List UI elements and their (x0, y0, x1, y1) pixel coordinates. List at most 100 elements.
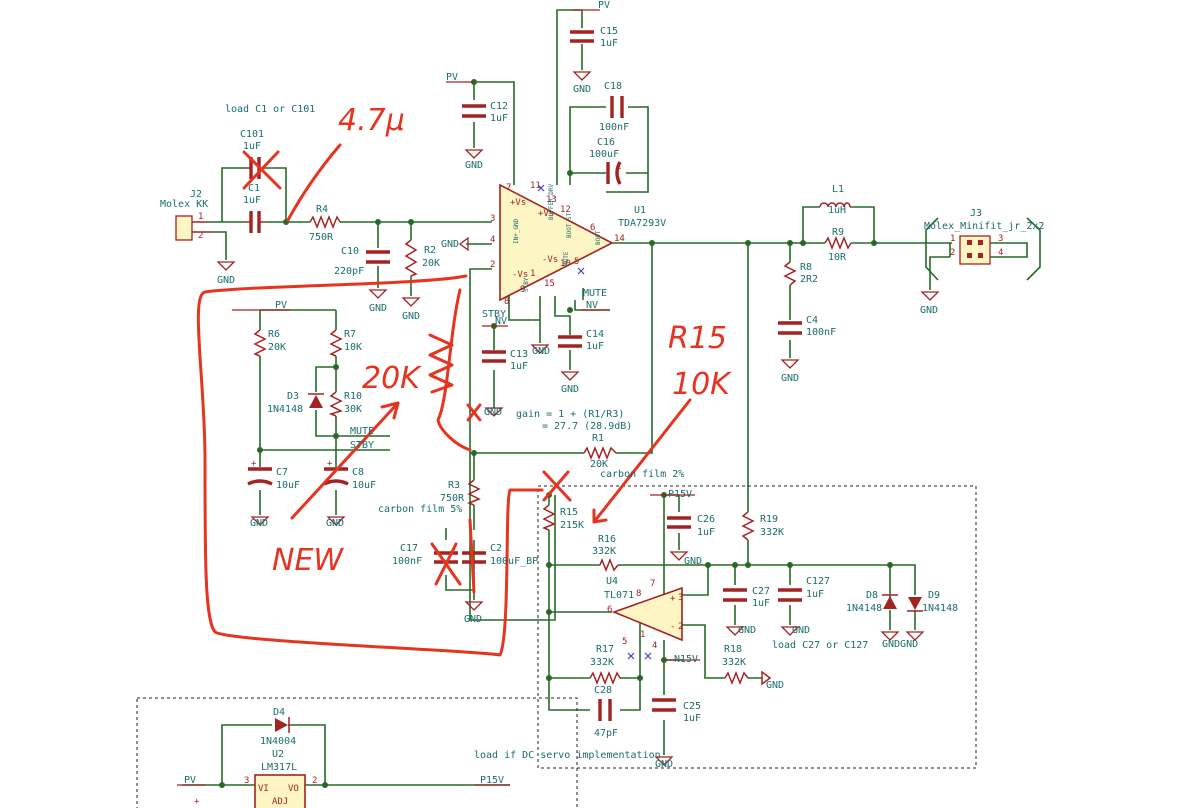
gnd-c8: GND (326, 518, 344, 529)
c15-value: 1uF (600, 38, 618, 49)
c2-capacitor (462, 551, 486, 564)
r9-value: 10R (828, 252, 847, 263)
c2-plus: + (194, 797, 200, 807)
u1-pin9: 9 (520, 285, 525, 295)
gnd-c127: GND (792, 625, 810, 636)
net-p15v-2: P15V (480, 775, 504, 786)
r3-ref: R3 (448, 480, 460, 491)
net-stby-1: STBY (482, 309, 506, 320)
net-mute-2: MUTE (350, 426, 374, 437)
r15-ref: R15 (560, 507, 578, 518)
c26-ref: C26 (697, 514, 715, 525)
c16-value: 100uF (589, 149, 619, 160)
net-mute-1: MUTE (583, 288, 607, 299)
c7-capacitor (247, 467, 273, 486)
c7-ref: C7 (276, 467, 288, 478)
net-nv-1: NV (495, 316, 507, 327)
c101-value: 1uF (243, 141, 261, 152)
gnd-u1-9: GND (532, 346, 550, 357)
u1-pin5: 5 (574, 257, 579, 267)
c18-capacitor (610, 96, 624, 118)
handwritten-markup: 4.7μ R15 10K 20K NEW (196, 103, 732, 657)
gnd-c4: GND (781, 373, 799, 384)
u1-pin2: 2 (490, 260, 495, 270)
net-pv-1: PV (446, 72, 458, 83)
gnd-c25: GND (655, 759, 673, 770)
c4-value: 100nF (806, 327, 836, 338)
u4-plus: + (670, 594, 676, 604)
c15-ref: C15 (600, 26, 618, 37)
r16-ref: R16 (598, 534, 616, 545)
note-gain-1: gain = 1 + (R1/R3) (516, 409, 624, 420)
r18-ref: R18 (724, 644, 742, 655)
r10-resistor (328, 391, 344, 417)
c15-capacitor (570, 30, 594, 43)
net-pv-3: PV (275, 300, 287, 311)
handwritten-c1-value: 4.7μ (338, 103, 405, 138)
r6-ref: R6 (268, 329, 280, 340)
gnd-r2: GND (402, 311, 420, 322)
r15-resistor (541, 504, 556, 531)
r2-resistor (404, 239, 418, 277)
c26-value: 1uF (697, 527, 715, 538)
note-load-c27: load C27 or C127 (772, 640, 868, 651)
r7-value: 10K (344, 342, 362, 353)
u1-pin10: 10 (560, 259, 571, 269)
c18-ref: C18 (604, 81, 622, 92)
u2-adj: ADJ (272, 797, 288, 807)
r10-value: 30K (344, 404, 362, 415)
c17-value: 100nF (392, 556, 422, 567)
c127-ref: C127 (806, 576, 830, 587)
c27-ref: C27 (752, 586, 770, 597)
j3-pin2: 2 (950, 248, 955, 258)
ground-symbols (216, 71, 940, 766)
u4-pin2: 2 (678, 622, 683, 632)
handwritten-new: NEW (272, 543, 344, 578)
c1-ref: C1 (248, 183, 260, 194)
u1-nvs: -Vs (512, 270, 528, 280)
u1-pin1: 1 (530, 269, 535, 279)
u2-value: LM317L (261, 762, 297, 773)
labels: load C1 or C101 gain = 1 + (R1/R3) = 27.… (160, 0, 1044, 807)
r16-resistor (599, 557, 619, 573)
d4-value: 1N4004 (260, 736, 296, 747)
c10-ref: C10 (341, 246, 359, 257)
u4-opamp (611, 586, 683, 642)
j3-ref: J3 (970, 208, 982, 219)
note-carbon-2: carbon film 2% (600, 469, 684, 480)
u4-pin1: 1 (640, 630, 645, 640)
c12-capacitor (462, 104, 486, 118)
svg-text:BUFFER_DRV: BUFFER_DRV (548, 183, 555, 220)
wires (182, 9, 1041, 786)
c10-value: 220pF (334, 266, 364, 277)
u1-pin14: 14 (614, 234, 625, 244)
note-load-c1: load C1 or C101 (225, 104, 315, 115)
c127-value: 1uF (806, 589, 824, 600)
r10-ref: R10 (344, 391, 362, 402)
u1-pvs: +Vs (510, 198, 526, 208)
gnd-c7: GND (250, 518, 268, 529)
r16-value: 332K (592, 546, 616, 557)
net-nv-2: NV (586, 300, 598, 311)
u4-pin5: 5 (622, 637, 627, 647)
handwritten-r2-value: 20K (362, 361, 422, 396)
net-p15v-1: P15V (668, 489, 692, 500)
gnd-c13: GND (484, 407, 502, 418)
c12-ref: C12 (490, 101, 508, 112)
svg-text:MUTE: MUTE (563, 251, 570, 266)
c127-capacitor (778, 588, 802, 602)
c25-value: 1uF (683, 713, 701, 724)
r18-resistor (724, 670, 749, 686)
r8-value: 2R2 (800, 274, 818, 285)
u1-pin15: 15 (544, 279, 555, 289)
c17-ref: C17 (400, 543, 418, 554)
c13-value: 1uF (510, 361, 528, 372)
u2-pin2: 2 (312, 776, 317, 786)
gnd-c2: GND (464, 614, 482, 625)
c4-ref: C4 (806, 315, 818, 326)
gnd-j2: GND (217, 275, 235, 286)
gnd-c14: GND (561, 384, 579, 395)
power-flags (177, 9, 700, 786)
c14-capacitor (558, 335, 582, 348)
